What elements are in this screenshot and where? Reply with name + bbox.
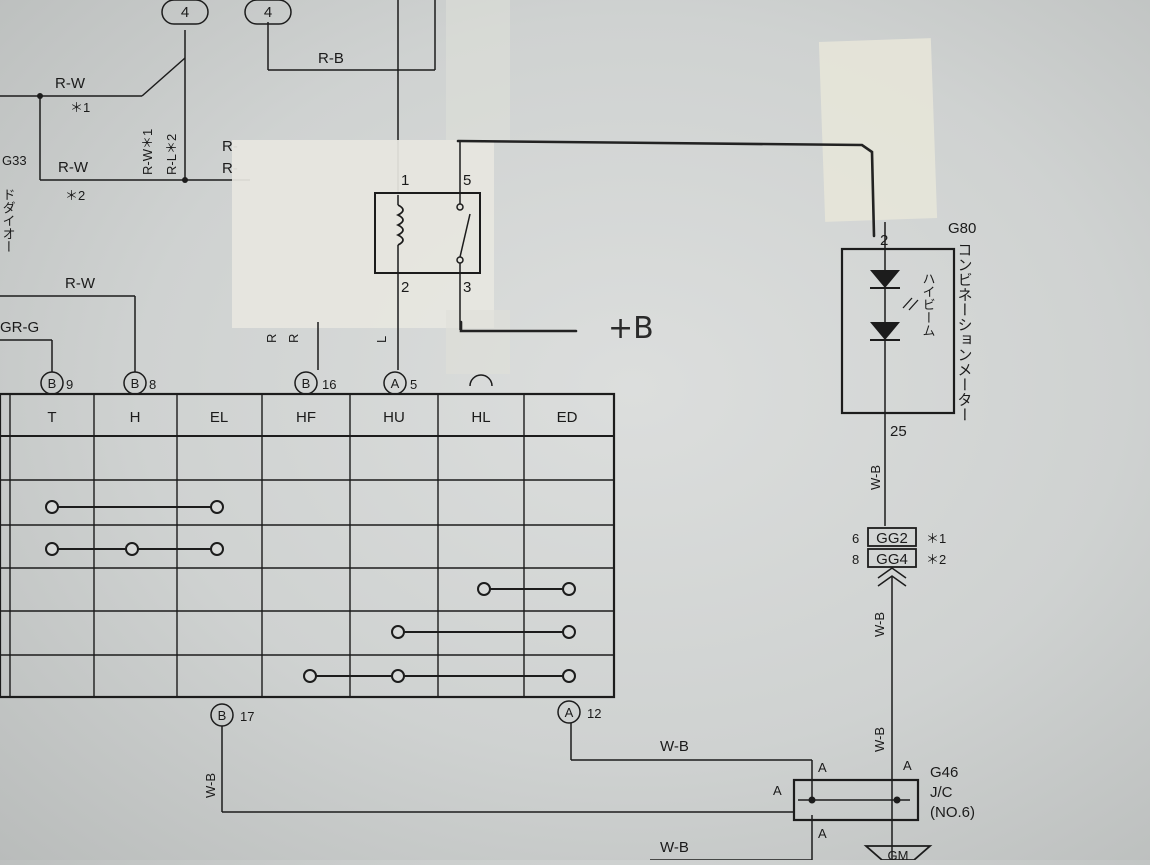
left-fragment-code: G33 xyxy=(2,153,27,168)
svg-text:4: 4 xyxy=(264,4,272,21)
wire-label-rw-mid: R-W xyxy=(58,159,89,176)
table-header-t: T xyxy=(47,409,56,426)
meter-lamp-label: ハイビーム xyxy=(921,272,936,337)
svg-text:4: 4 xyxy=(181,4,189,21)
plus-b-label: +B xyxy=(608,311,654,346)
wire-label-l: L xyxy=(374,336,389,343)
relay: 1 5 2 3 xyxy=(317,140,481,370)
table-header-hf: HF xyxy=(296,409,316,426)
table-header-hu: HU xyxy=(383,409,405,426)
meter-pin-bottom: 25 xyxy=(890,423,907,440)
svg-text:17: 17 xyxy=(240,709,254,724)
meter-code: G80 xyxy=(948,220,976,237)
svg-text:GG2: GG2 xyxy=(876,530,908,547)
table-header-h: H xyxy=(130,409,141,426)
switch-pin-partial xyxy=(469,374,493,387)
ground-symbol-icon: GM xyxy=(863,845,933,863)
junction-no: (NO.6) xyxy=(930,804,975,821)
switch-pin-a5: A 5 xyxy=(383,371,417,395)
svg-text:B: B xyxy=(48,376,57,391)
wire-label-wb-horiz: W-B xyxy=(660,738,689,755)
wire-label-rb: R-B xyxy=(318,50,344,67)
top-connector-right: 4 xyxy=(244,0,292,25)
switch-pin-b16: B 16 xyxy=(294,371,336,395)
hand-drawn-wires xyxy=(456,139,876,333)
svg-text:＊2: ＊2 xyxy=(926,552,946,567)
wire-label-wb-bottom: W-B xyxy=(660,839,689,856)
junction-name: J/C xyxy=(930,784,953,801)
svg-text:8: 8 xyxy=(852,552,859,567)
svg-text:B: B xyxy=(218,708,227,723)
ground-label: GM xyxy=(888,848,909,860)
wire-note-star1: ＊1 xyxy=(70,100,90,115)
wire-label-rw-left: R-W xyxy=(65,275,96,292)
led-arrows-icon xyxy=(902,297,919,311)
junction-connector: A A A A G46 J/C (NO.6) xyxy=(773,758,975,841)
svg-text:5: 5 xyxy=(410,377,417,392)
wire-label-wb-lower: W-B xyxy=(872,612,887,637)
tape-pieces xyxy=(232,0,938,374)
switch-table: T H EL HF HU HL ED xyxy=(0,392,616,699)
junction-pin-a-left: A xyxy=(773,783,782,798)
wire-label-wb-jc: W-B xyxy=(872,727,887,752)
connector-gg4: 8 GG4 ＊2 xyxy=(852,548,946,568)
left-fragment-text: ドダイオー xyxy=(1,188,16,253)
relay-pin-2: 2 xyxy=(401,279,409,296)
bottom-pin-b17: B 17 xyxy=(210,703,254,727)
table-header-hl: HL xyxy=(471,409,490,426)
junction-pin-a-top-right: A xyxy=(903,758,912,773)
relay-pin-3: 3 xyxy=(463,279,471,296)
connector-gg2: 6 GG2 ＊1 xyxy=(852,527,946,547)
svg-text:GG4: GG4 xyxy=(876,551,908,568)
junction-code: G46 xyxy=(930,764,958,781)
svg-text:B: B xyxy=(131,376,140,391)
wire-label-r1: R xyxy=(264,334,279,343)
svg-text:A: A xyxy=(391,376,400,391)
svg-text:8: 8 xyxy=(149,377,156,392)
junction-pin-a-bottom: A xyxy=(818,826,827,841)
combination-meter: 2 25 ハイビーム G80 コンビネーションメーター xyxy=(840,220,976,460)
meter-pin-top: 2 xyxy=(880,232,888,249)
svg-text:＊1: ＊1 xyxy=(926,531,946,546)
relay-pin-1: 1 xyxy=(401,172,409,189)
top-connector-left: 4 xyxy=(161,0,209,25)
svg-text:16: 16 xyxy=(322,377,336,392)
top-left-wiring xyxy=(0,0,436,372)
svg-text:6: 6 xyxy=(852,531,859,546)
switch-pin-b8: B 8 xyxy=(123,371,156,395)
wire-label-rw-top: R-W xyxy=(55,75,86,92)
meter-name: コンビネーションメーター xyxy=(956,242,973,422)
ground-wires xyxy=(221,723,813,861)
wire-label-rl-star2: R-L＊2 xyxy=(164,134,179,175)
wire-label-wb-left: W-B xyxy=(203,773,218,798)
wire-label-rw-star1: R-W＊1 xyxy=(140,129,155,175)
svg-text:A: A xyxy=(565,705,574,720)
table-header-el: EL xyxy=(210,409,228,426)
junction-pin-a-top-left: A xyxy=(818,760,827,775)
svg-text:12: 12 xyxy=(587,706,601,721)
table-header-ed: ED xyxy=(557,409,578,426)
svg-text:9: 9 xyxy=(66,377,73,392)
relay-pin-5: 5 xyxy=(463,172,471,189)
wire-note-star2: ＊2 xyxy=(65,188,85,203)
svg-text:B: B xyxy=(302,376,311,391)
wire-label-grg: GR-G xyxy=(0,319,39,336)
wire-label-wb-meter: W-B xyxy=(868,465,883,490)
wire-label-r2: R xyxy=(286,334,301,343)
switch-pin-b9: B 9 xyxy=(40,371,73,395)
bottom-pin-a12: A 12 xyxy=(557,700,601,724)
